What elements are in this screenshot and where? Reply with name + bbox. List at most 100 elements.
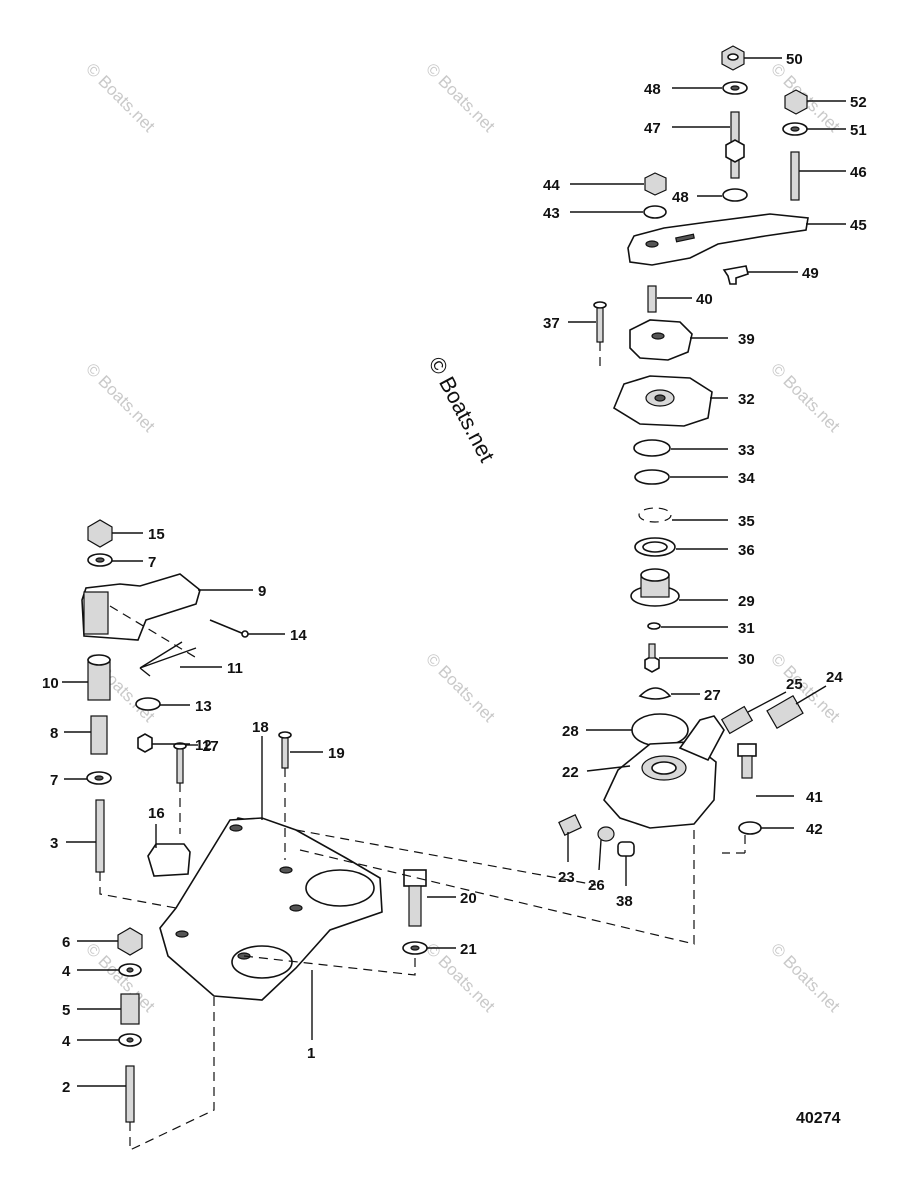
callout-14: 14 — [290, 627, 307, 644]
nut-52 — [784, 89, 808, 115]
plate-32-hole — [654, 394, 666, 402]
leader-24 — [795, 685, 827, 705]
callout-24: 24 — [826, 669, 843, 686]
pin-14 — [209, 619, 245, 635]
callout-29: 29 — [738, 593, 755, 610]
callout-10: 10 — [42, 675, 59, 692]
housing-22 — [603, 741, 717, 829]
callout-26: 26 — [588, 877, 605, 894]
callout-6: 6 — [62, 934, 70, 951]
washer-4-hole — [126, 967, 134, 973]
callout-17: 17 — [202, 738, 219, 755]
screw-19 — [281, 737, 289, 769]
oring-34 — [634, 469, 670, 485]
spring-11 — [139, 641, 197, 677]
callout-45: 45 — [850, 217, 867, 234]
callout-48-b: 48 — [672, 189, 689, 206]
washer-42 — [738, 821, 762, 835]
leader-26 — [598, 839, 602, 871]
watermark: © Boats.net — [422, 649, 499, 726]
oring-28 — [631, 713, 689, 747]
screw-12 — [137, 733, 153, 753]
bolt-20-head — [403, 869, 427, 887]
callout-36: 36 — [738, 542, 755, 559]
nut-38 — [617, 841, 635, 857]
callout-39: 39 — [738, 331, 755, 348]
leader-lines — [62, 57, 846, 1087]
screw-17 — [176, 748, 184, 784]
housing-22-hole — [651, 761, 677, 775]
watermark-layer: © Boats.net © Boats.net © Boats.net © Bo… — [82, 59, 844, 1016]
callout-1: 1 — [307, 1045, 315, 1062]
callout-32: 32 — [738, 391, 755, 408]
washer-48-hole — [730, 85, 740, 91]
callout-4-b: 4 — [62, 1033, 71, 1050]
callout-34: 34 — [738, 470, 755, 487]
screw-37-head — [593, 301, 607, 309]
lever-45-slot — [675, 233, 695, 243]
callout-4: 4 — [62, 963, 71, 980]
path-2 — [129, 996, 215, 1151]
callout-41: 41 — [806, 789, 823, 806]
nut-15 — [87, 519, 113, 548]
pin-14-head — [241, 630, 249, 638]
part-27 — [638, 687, 672, 700]
figure-number: 40274 — [796, 1110, 841, 1127]
spring-40 — [647, 285, 657, 313]
bracket-9-tube — [83, 591, 109, 635]
screw-30-shank — [648, 643, 656, 659]
callout-46: 46 — [850, 164, 867, 181]
watermark: © Boats.net — [82, 359, 159, 436]
housing-22-nipple — [678, 715, 725, 762]
callout-31: 31 — [738, 620, 755, 637]
callout-7: 7 — [148, 554, 156, 571]
washer-7-hole — [95, 557, 105, 563]
callout-49: 49 — [802, 265, 819, 282]
callout-40: 40 — [696, 291, 713, 308]
callout-22: 22 — [562, 764, 579, 781]
nut-50-hole — [727, 53, 739, 61]
callout-16: 16 — [148, 805, 165, 822]
fitting-24 — [766, 695, 804, 729]
callout-3: 3 — [50, 835, 58, 852]
plate-1-hole-a — [175, 930, 189, 938]
cam-39 — [629, 319, 693, 361]
bolt-41-head — [737, 743, 757, 757]
assembly-paths — [99, 605, 695, 1151]
sleeve-10-top — [87, 654, 111, 666]
callout-18: 18 — [252, 719, 269, 736]
callout-27: 27 — [704, 687, 721, 704]
bolt-20 — [408, 885, 422, 927]
callout-12: 12 — [195, 737, 212, 754]
path-9 — [109, 605, 201, 661]
washer-13 — [135, 697, 161, 711]
callout-11: 11 — [227, 660, 243, 677]
plate-1-hole-b — [229, 824, 243, 832]
leader-25 — [747, 691, 787, 713]
washer-31 — [647, 622, 661, 630]
right-assembly — [558, 45, 809, 857]
callout-20: 20 — [460, 890, 477, 907]
plate-1-hole-e — [289, 904, 303, 912]
oring-33 — [633, 439, 671, 457]
path-housing-b — [295, 829, 597, 886]
left-assembly — [81, 519, 428, 1123]
washer-36-hole — [642, 541, 668, 553]
callout-15: 15 — [148, 526, 165, 543]
callout-25: 25 — [786, 676, 803, 693]
callout-23: 23 — [558, 869, 575, 886]
plate-1-hole-c — [279, 866, 293, 874]
path-housing — [299, 826, 695, 945]
nut-6 — [117, 927, 143, 956]
callout-5: 5 — [62, 1002, 70, 1019]
fitting-25 — [720, 705, 754, 735]
stud-47-nut — [725, 139, 745, 163]
stud-2 — [125, 1065, 135, 1123]
plate-1-bore — [305, 869, 375, 907]
washer-7b-hole — [94, 775, 104, 781]
washer-43 — [643, 205, 667, 219]
callout-44: 44 — [543, 177, 560, 194]
plate-1 — [159, 817, 383, 1001]
watermark: © Boats.net — [767, 359, 844, 436]
spacer-8 — [90, 715, 108, 755]
